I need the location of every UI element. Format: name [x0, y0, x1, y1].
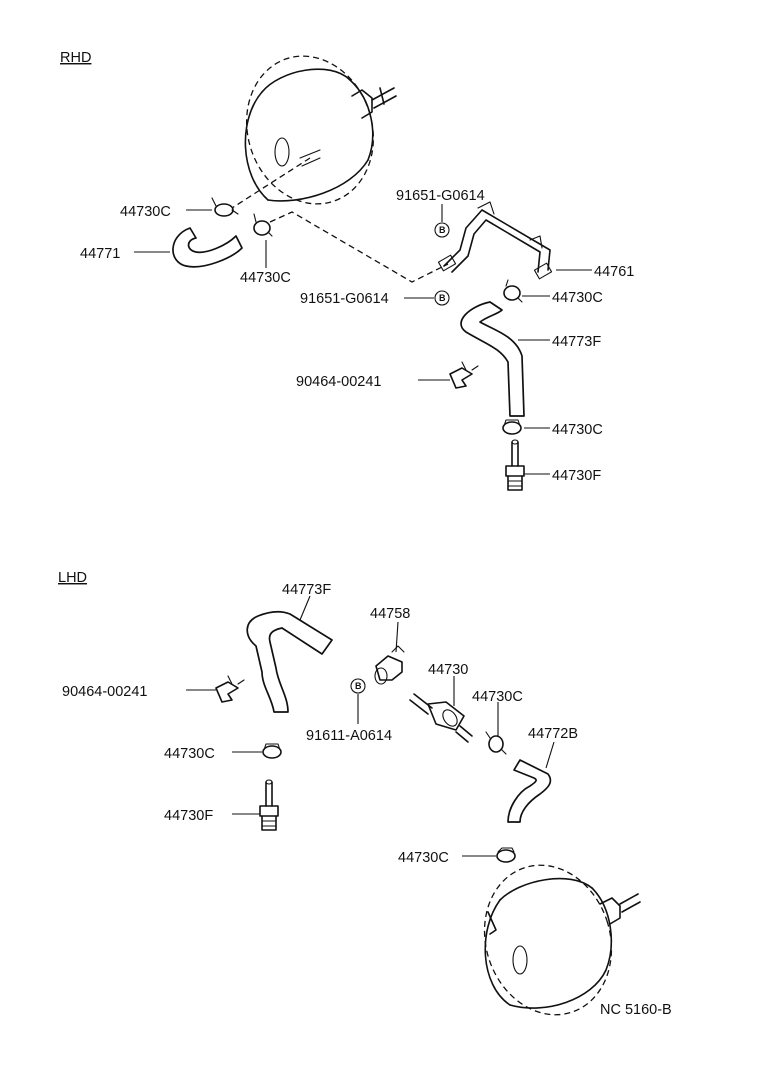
clip-90464-lhd	[215, 675, 245, 703]
brake-booster-lhd	[483, 864, 641, 1016]
figure-code: NC 5160-B	[600, 1002, 672, 1018]
badge-b-icon-lhd	[350, 678, 366, 694]
clamp-44730c-lhd-a	[262, 743, 282, 759]
clamp-44730c-lhd-c	[496, 847, 516, 863]
label-44773f-lhd: 44773F	[282, 582, 331, 598]
dashed-guide-2	[269, 211, 449, 283]
label-44773f-rhd: 44773F	[552, 334, 601, 350]
clamp-44730c-rhd-c	[503, 279, 523, 303]
hose-44773f-rhd	[460, 301, 525, 417]
label-44730c-lhd-c: 44730C	[398, 850, 449, 866]
label-90464-lhd: 90464-00241	[62, 684, 147, 700]
hose-44772b	[507, 759, 552, 823]
clip-90464-rhd	[449, 361, 479, 389]
hose-44771	[172, 227, 243, 268]
label-44771: 44771	[80, 246, 120, 262]
label-44730c-rhd-d: 44730C	[552, 422, 603, 438]
badge-b-icon-rhd-top	[434, 222, 450, 238]
badge-letter: B	[439, 293, 446, 303]
label-44730c-rhd-c: 44730C	[552, 290, 603, 306]
label-90464-rhd: 90464-00241	[296, 374, 381, 390]
clamp-44730c-rhd-d	[502, 419, 522, 435]
label-91651-rhd-bottom: 91651-G0614	[300, 291, 389, 307]
label-44730c-rhd-b: 44730C	[240, 270, 291, 286]
badge-b-icon-rhd-bottom	[434, 290, 450, 306]
badge-letter: B	[439, 225, 446, 235]
label-44730c-lhd-b: 44730C	[472, 689, 523, 705]
label-91611-lhd: 91611-A0614	[306, 728, 392, 744]
clamp-44730c-rhd-b	[253, 213, 273, 237]
label-44730c-rhd-a: 44730C	[120, 204, 171, 220]
clamp-44730c-rhd-a	[211, 197, 239, 217]
clamp-44730c-lhd-b	[485, 731, 507, 755]
label-44758: 44758	[370, 606, 410, 622]
label-44772b: 44772B	[528, 726, 578, 742]
label-91651-rhd-top: 91651-G0614	[396, 188, 485, 204]
label-44730c-lhd-a: 44730C	[164, 746, 215, 762]
brake-booster-rhd	[244, 55, 397, 205]
dashed-guide-1	[231, 157, 311, 209]
vacuum-pipe-44761	[437, 201, 553, 280]
label-44730f-rhd: 44730F	[552, 468, 601, 484]
hose-44773f-lhd	[246, 610, 333, 713]
label-44761: 44761	[594, 264, 634, 280]
section-label-lhd: LHD	[58, 570, 87, 586]
bracket-44758	[374, 645, 405, 685]
union-fitting-44730f-rhd	[505, 439, 525, 491]
check-valve-44730	[409, 693, 473, 743]
label-44730f-lhd: 44730F	[164, 808, 213, 824]
label-44730: 44730	[428, 662, 468, 678]
badge-letter: B	[355, 681, 362, 691]
union-fitting-44730f-lhd	[259, 779, 279, 831]
section-label-rhd: RHD	[60, 50, 91, 66]
